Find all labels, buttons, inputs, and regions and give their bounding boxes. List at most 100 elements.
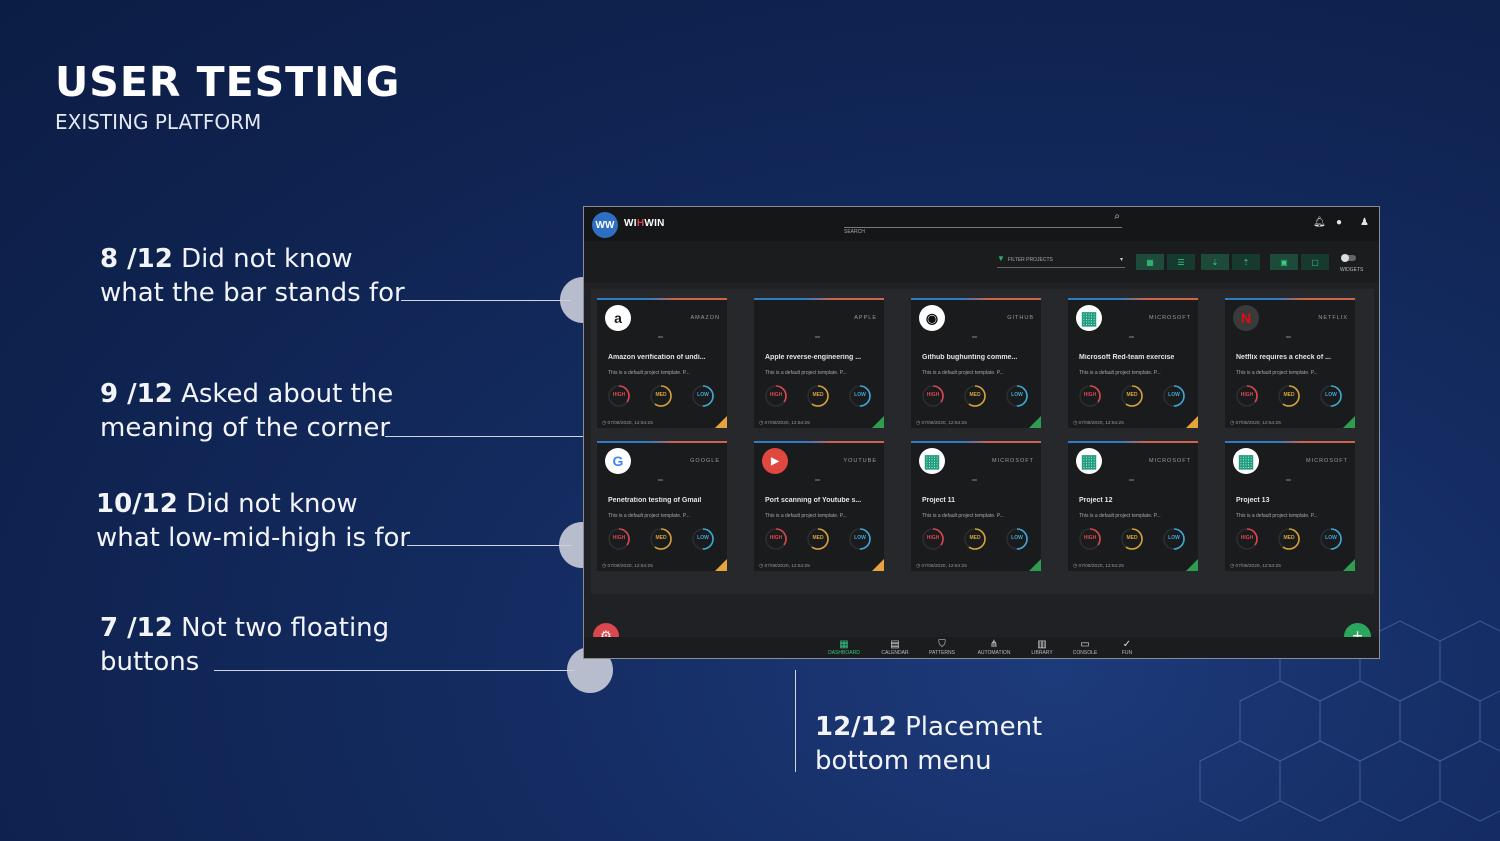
project-name: Microsoft Red-team exercise xyxy=(1079,354,1175,361)
status-corner xyxy=(1343,559,1355,571)
status-corner xyxy=(872,416,884,428)
low-label: LOW xyxy=(697,392,709,398)
menu-item-fun[interactable]: ✓FUN xyxy=(1107,639,1147,656)
microsoft-icon: ▦ xyxy=(1076,448,1102,474)
project-name: Apple reverse-engineering ... xyxy=(765,354,862,361)
gauge-ring xyxy=(922,528,944,550)
low-label: LOW xyxy=(1168,535,1180,541)
callout-line xyxy=(795,670,796,772)
project-card[interactable]: ◉ GITHUB ═ Github bughunting comme... Th… xyxy=(911,298,1041,428)
project-card[interactable]: ▦ MICROSOFT ═ Project 12 This is a defau… xyxy=(1068,441,1198,571)
bell-icon[interactable]: 🔔︎ xyxy=(1313,217,1326,228)
menu-item-label: FUN xyxy=(1121,650,1133,656)
gauge-ring xyxy=(1121,385,1143,407)
low-label: LOW xyxy=(1325,392,1337,398)
project-card[interactable]: APPLE ═ Apple reverse-engineering ... Th… xyxy=(754,298,884,428)
gauge-ring xyxy=(692,528,714,550)
project-card[interactable]: N NETFLIX ═ Netflix requires a check of … xyxy=(1225,298,1355,428)
med-label: MED xyxy=(1283,535,1295,541)
drag-handle-icon[interactable]: ═ xyxy=(972,477,977,484)
finding-count: 9 /12 xyxy=(100,379,173,409)
project-grid: a AMAZON ═ Amazon verification of undi..… xyxy=(591,289,1374,594)
gauge-ring xyxy=(1006,528,1028,550)
menu-item-label: LIBRARY xyxy=(1031,650,1053,656)
project-name: Project 11 xyxy=(922,497,956,504)
status-corner xyxy=(715,416,727,428)
console-icon: ▭ xyxy=(1080,639,1090,650)
gauge-ring xyxy=(608,528,630,550)
search-input[interactable]: ⌕ xyxy=(844,211,1122,228)
widgets-toggle[interactable] xyxy=(1341,254,1356,262)
menu-item-label: DASHBOARD xyxy=(828,650,860,656)
finding-text: what the bar stands for xyxy=(100,278,405,308)
drag-handle-icon[interactable]: ═ xyxy=(815,477,820,484)
project-card[interactable]: ▦ MICROSOFT ═ Microsoft Red-team exercis… xyxy=(1068,298,1198,428)
finding-corner: 9 /12 Asked about the meaning of the cor… xyxy=(100,377,393,445)
menu-item-dashboard[interactable]: ▦DASHBOARD xyxy=(824,639,864,656)
med-label: MED xyxy=(1283,392,1295,398)
med-label: MED xyxy=(655,392,667,398)
drag-handle-icon[interactable]: ═ xyxy=(1129,477,1134,484)
filter-projects-select[interactable]: ▼FILTER PROJECTS▾ xyxy=(997,254,1125,268)
drag-handle-icon[interactable]: ═ xyxy=(815,334,820,341)
high-label: HIGH xyxy=(769,535,783,541)
drag-handle-icon[interactable]: ═ xyxy=(1286,477,1291,484)
menu-item-label: CONSOLE xyxy=(1072,650,1098,656)
finding-low-mid-high: 10/12 Did not know what low-mid-high is … xyxy=(96,487,410,555)
gauge-ring xyxy=(849,528,871,550)
finding-count: 7 /12 xyxy=(100,613,173,643)
project-card[interactable]: ▦ MICROSOFT ═ Project 13 This is a defau… xyxy=(1225,441,1355,571)
sort-desc-button[interactable]: ⇣ xyxy=(1201,254,1229,270)
project-card[interactable]: ▶ YOUTUBE ═ Port scanning of Youtube s..… xyxy=(754,441,884,571)
project-card[interactable]: G GOOGLE ═ Penetration testing of Gmail … xyxy=(597,441,727,571)
project-description: This is a default project template. P... xyxy=(1236,513,1318,519)
avatar[interactable]: WW xyxy=(592,212,618,238)
gauge-ring xyxy=(807,385,829,407)
menu-item-console[interactable]: ▭CONSOLE xyxy=(1065,639,1105,656)
company-label: GITHUB xyxy=(1007,315,1034,321)
drag-handle-icon[interactable]: ═ xyxy=(658,334,663,341)
drag-handle-icon[interactable]: ═ xyxy=(1129,334,1134,341)
calendar-sort-button[interactable]: ▣ xyxy=(1270,254,1298,270)
google-icon: G xyxy=(605,448,631,474)
med-label: MED xyxy=(1126,535,1138,541)
drag-handle-icon[interactable]: ═ xyxy=(972,334,977,341)
top-bar: WW WIHWIN ⌕ SEARCH 🔔︎ ● ♟ xyxy=(584,207,1379,241)
drag-handle-icon[interactable]: ═ xyxy=(658,477,663,484)
list-view-button[interactable]: ☰ xyxy=(1167,254,1195,270)
hexagon-network-decoration xyxy=(1199,620,1500,822)
project-card[interactable]: a AMAZON ═ Amazon verification of undi..… xyxy=(597,298,727,428)
company-label: MICROSOFT xyxy=(1306,458,1348,464)
med-label: MED xyxy=(812,535,824,541)
project-card[interactable]: ▦ MICROSOFT ═ Project 11 This is a defau… xyxy=(911,441,1041,571)
menu-item-patterns[interactable]: ⛉PATTERNS xyxy=(922,639,962,656)
callout-line xyxy=(407,545,572,546)
menu-item-label: CALENDAR xyxy=(881,650,909,656)
project-date: ◷ 07/08/2020, 12:54:25 xyxy=(759,564,810,569)
bottom-menu: ▦DASHBOARD ▤CALENDAR ⛉PATTERNS ⋔AUTOMATION ▥… xyxy=(584,637,1379,658)
sort-asc-button[interactable]: ⇡ xyxy=(1232,254,1260,270)
callout-line xyxy=(401,300,571,301)
user-icon[interactable]: ♟ xyxy=(1360,217,1369,228)
menu-item-automation[interactable]: ⋔AUTOMATION xyxy=(974,639,1014,656)
project-name: Project 13 xyxy=(1236,497,1270,504)
menu-item-calendar[interactable]: ▤CALENDAR xyxy=(875,639,915,656)
high-label: HIGH xyxy=(1240,392,1254,398)
project-description: This is a default project template. P... xyxy=(608,513,690,519)
low-label: LOW xyxy=(854,392,866,398)
project-description: This is a default project template. P... xyxy=(1236,370,1318,376)
low-label: LOW xyxy=(1325,535,1337,541)
calendar-filter-button[interactable]: ▢ xyxy=(1301,254,1329,270)
chevron-down-icon: ▾ xyxy=(1119,257,1123,263)
gauge-ring xyxy=(1278,385,1300,407)
toolbar: ▼FILTER PROJECTS▾ ▦ ☰ ⇣ ⇡ ▣ ▢ WIDGETS xyxy=(584,241,1379,283)
app-screenshot: WW WIHWIN ⌕ SEARCH 🔔︎ ● ♟ ▼FILTER PROJEC… xyxy=(583,206,1380,659)
status-corner xyxy=(1343,416,1355,428)
chat-icon[interactable]: ● xyxy=(1336,217,1343,228)
grid-view-button[interactable]: ▦ xyxy=(1136,254,1164,270)
high-label: HIGH xyxy=(769,392,783,398)
drag-handle-icon[interactable]: ═ xyxy=(1286,334,1291,341)
menu-item-label: AUTOMATION xyxy=(977,650,1011,656)
company-label: NETFLIX xyxy=(1318,315,1348,321)
menu-item-library[interactable]: ▥LIBRARY xyxy=(1022,639,1062,656)
